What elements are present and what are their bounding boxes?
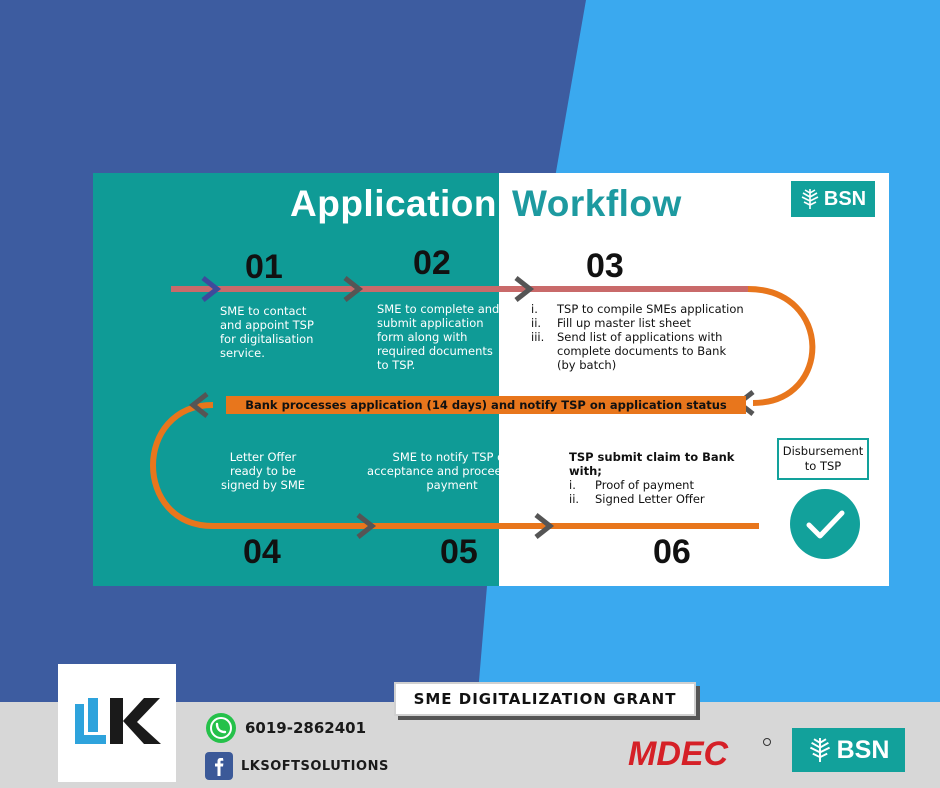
bsn-footer-logo: BSN bbox=[792, 728, 905, 772]
step-02-number: 02 bbox=[413, 244, 451, 282]
step-02-text: SME to complete and submit application f… bbox=[377, 302, 500, 372]
list-item: ii. Fill up master list sheet bbox=[531, 316, 691, 330]
step-04-number: 04 bbox=[243, 533, 281, 571]
mdec-logo-text: MDEC bbox=[628, 735, 729, 772]
list-item: i. TSP to compile SMEs application bbox=[531, 302, 744, 316]
list-item: i. Proof of payment bbox=[569, 478, 694, 492]
workflow-card: Application Workflow BSN 01 02 03 bbox=[93, 173, 889, 586]
check-icon bbox=[790, 489, 860, 559]
disbursement-box: Disbursement to TSP bbox=[777, 438, 869, 480]
grant-tag: SME DIGITALIZATION GRANT bbox=[394, 682, 712, 720]
tree-icon bbox=[801, 189, 819, 209]
bsn-badge-label: BSN bbox=[823, 187, 867, 210]
whatsapp-icon bbox=[206, 713, 236, 743]
lk-logo: LK bbox=[58, 664, 176, 782]
facebook-icon bbox=[205, 752, 233, 780]
step-06-number: 06 bbox=[653, 533, 691, 571]
chevron-right-icon bbox=[343, 276, 364, 302]
lk-logo-mark bbox=[75, 698, 161, 744]
phone-number: 6019-2862401 bbox=[245, 719, 367, 737]
title-part2: Workflow bbox=[512, 183, 682, 224]
step-03-number: 03 bbox=[586, 247, 624, 285]
step-03-list: i. TSP to compile SMEs application ii. F… bbox=[531, 302, 791, 372]
mdec-logo: MDEC bbox=[628, 735, 771, 772]
step-01-text: SME to contact and appoint TSP for digit… bbox=[220, 304, 314, 360]
chevron-left-icon bbox=[188, 392, 209, 418]
step-05-text: SME to notify TSP on acceptance and proc… bbox=[367, 450, 537, 492]
bsn-footer-label: BSN bbox=[836, 735, 890, 764]
step-04-text: Letter Offer ready to be signed by SME bbox=[220, 450, 306, 492]
step-06-text: TSP submit claim to Bank with; i. Proof … bbox=[569, 450, 769, 506]
tree-icon bbox=[809, 738, 830, 762]
flow-path bbox=[150, 276, 816, 539]
grant-tag-label: SME DIGITALIZATION GRANT bbox=[394, 682, 696, 716]
contact-facebook[interactable]: LKSOFTSOLUTIONS bbox=[205, 752, 389, 780]
chevron-right-icon bbox=[356, 513, 377, 539]
contact-phone[interactable]: 6019-2862401 bbox=[205, 712, 366, 744]
step-05-number: 05 bbox=[440, 533, 478, 571]
bsn-badge: BSN bbox=[791, 181, 875, 217]
chevron-right-icon bbox=[514, 276, 535, 302]
list-item: iii. Send list of applications with comp… bbox=[531, 330, 727, 372]
title-part1: Application bbox=[290, 183, 497, 224]
chevron-right-icon bbox=[534, 513, 555, 539]
bank-process-bar: Bank processes application (14 days) and… bbox=[226, 396, 746, 414]
step-01-number: 01 bbox=[245, 248, 283, 286]
card-teal-panel bbox=[93, 173, 499, 586]
facebook-handle: LKSOFTSOLUTIONS bbox=[241, 758, 389, 774]
chevron-right-icon bbox=[201, 276, 222, 302]
step-06-heading: TSP submit claim to Bank with; bbox=[569, 450, 735, 478]
list-item: ii. Signed Letter Offer bbox=[569, 492, 705, 506]
